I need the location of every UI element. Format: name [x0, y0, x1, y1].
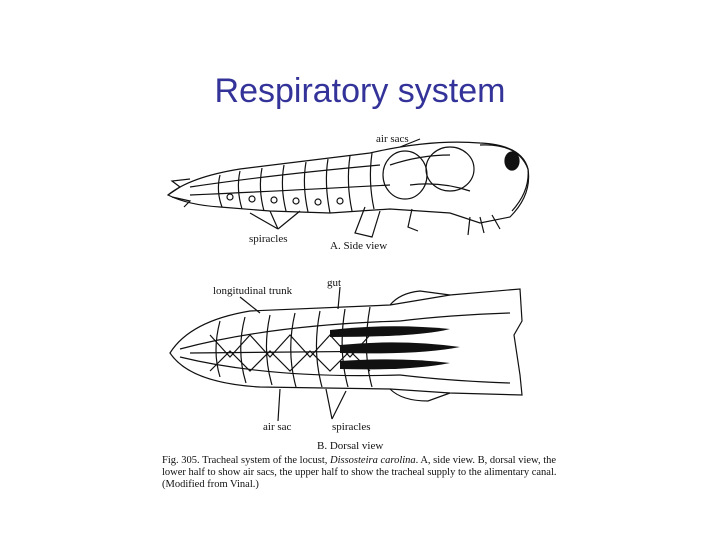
- gut-dark-tubes: [330, 326, 460, 369]
- caption-part1: Fig. 305. Tracheal system of the locust,: [162, 455, 330, 466]
- figure-caption: Fig. 305. Tracheal system of the locust,…: [162, 455, 562, 491]
- side-view-drawing: [168, 139, 529, 237]
- label-spiracles-dorsal: spiracles: [332, 421, 370, 433]
- label-air-sacs: air sacs: [376, 133, 409, 145]
- label-gut: gut: [327, 277, 341, 289]
- caption-species: Dissosteira carolina: [330, 455, 416, 466]
- label-longitudinal-trunk: longitudinal trunk: [213, 285, 292, 297]
- slide-title: Respiratory system: [0, 72, 720, 111]
- locust-tracheal-diagram: [150, 125, 550, 425]
- label-air-sac: air sac: [263, 421, 291, 433]
- dorsal-view-caption: B. Dorsal view: [317, 440, 383, 452]
- label-spiracles-side: spiracles: [249, 233, 287, 245]
- side-view-caption: A. Side view: [330, 240, 387, 252]
- dorsal-view-drawing: [170, 287, 522, 421]
